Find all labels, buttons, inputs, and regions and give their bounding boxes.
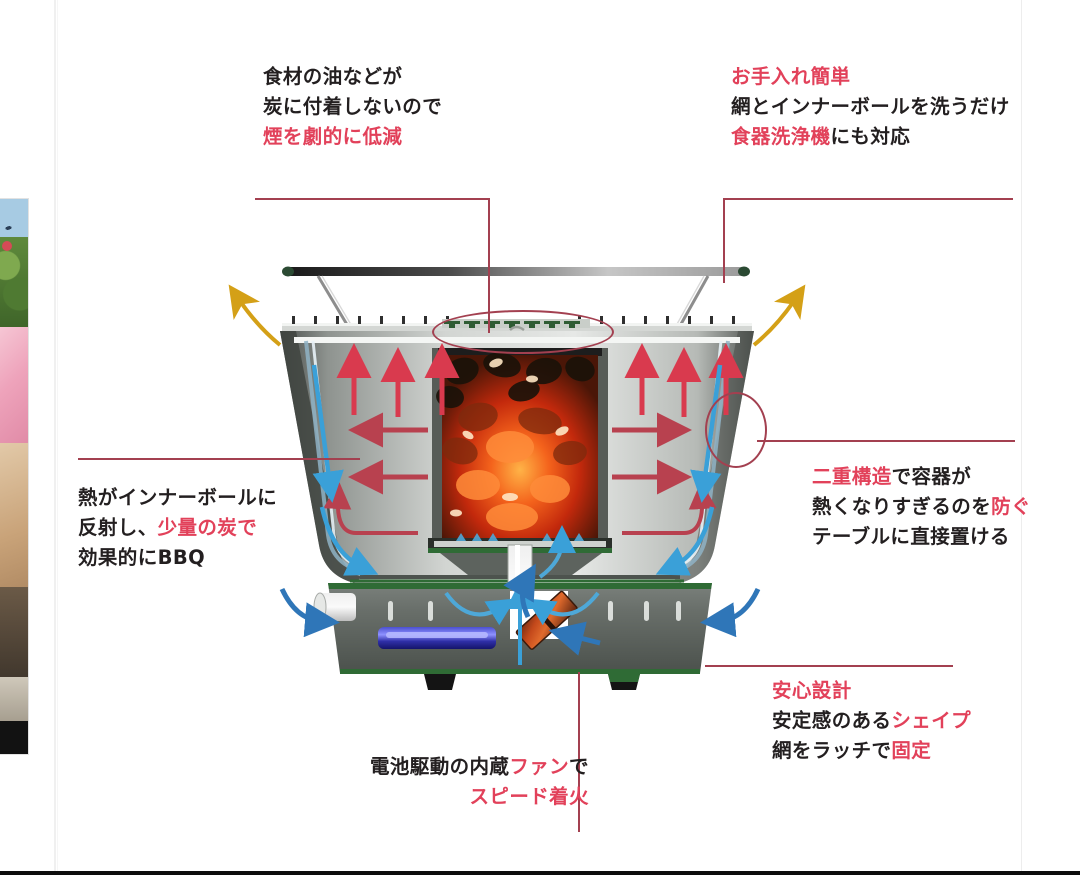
annotation-text: 食器洗浄機 [731,125,831,148]
page-bottom-border [0,871,1080,875]
annotation-line: 炭に付着しないので [263,92,442,122]
glowing-charcoal [436,352,598,540]
annotation-text: スピード着火 [469,785,589,808]
photo-floor [0,677,28,725]
annotation-line: 煙を劇的に低減 [263,122,442,152]
annotation-text: 電池駆動の内蔵 [370,755,510,778]
lid-handle-bar [282,266,750,334]
annotation-line: 網をラッチで固定 [772,736,971,766]
annotation-line: 食器洗浄機にも対応 [731,122,1010,152]
photo-foliage [0,237,28,332]
annotation-text: ファン [509,755,570,778]
annotation-line: 熱がインナーボールに [78,483,277,513]
annotation-line: 二重構造で容器が [812,462,1031,492]
adjacent-photo-sliver [0,198,29,755]
page-left-border-inner [57,0,58,872]
annotation-line: 反射し、少量の炭で [78,513,277,543]
annotation-text: で [569,755,589,778]
annotation-text: 二重構造 [812,465,892,488]
leader-line-cleaning-h [723,198,1013,200]
annotation-text: 安定感のある [772,709,892,732]
annotation-line: 安心設計 [772,676,971,706]
leader-line-smoke-v [488,198,490,333]
annotation-text: 効果的にBBQ [78,546,206,569]
annotation-line: スピード着火 [370,782,589,812]
annotation-line: 効果的にBBQ [78,543,277,573]
annotation-text: 網をラッチで [772,739,892,762]
annotation-text: 煙を劇的に低減 [263,125,403,148]
leader-line-doublewall [757,440,1015,442]
photo-person-pink-dress [0,327,28,447]
intake-vent-slots [388,601,681,621]
double-wall-circle [705,392,767,468]
annotation-line: お手入れ簡単 [731,62,1010,92]
leader-line-cleaning-v [723,198,725,283]
annotation-line: 網とインナーボールを洗うだけ [731,92,1010,122]
intake-vent [313,592,356,622]
intake-air-arrows [279,563,761,656]
annotation-easy-cleaning: お手入れ簡単網とインナーボールを洗うだけ食器洗浄機にも対応 [731,62,1010,152]
leader-line-fan [578,672,580,832]
battery-pack [378,627,496,649]
annotation-text: 反射し、 [78,516,158,539]
annotation-double-wall: 二重構造で容器が熱くなりすぎるのを防ぐテーブルに直接置ける [812,462,1031,552]
annotation-line: 熱くなりすぎるのを防ぐ [812,492,1031,522]
annotation-inner-bowl-reflection: 熱がインナーボールに反射し、少量の炭で効果的にBBQ [78,483,277,573]
photo-table [0,443,28,593]
annotation-text: 熱くなりすぎるのを [812,495,992,518]
annotation-text: 防ぐ [991,495,1031,518]
annotation-text: 安心設計 [772,679,852,702]
smoke-escape-arrows [228,284,806,347]
annotation-text: 食材の油などが [263,65,403,88]
grate-latch-circle [432,310,614,354]
annotation-text: にも対応 [830,125,911,148]
annotation-text: で容器が [891,465,972,488]
annotation-line: 食材の油などが [263,62,442,92]
annotation-text: 少量の炭で [157,516,258,539]
annotation-smoke-reduction: 食材の油などが炭に付着しないので煙を劇的に低減 [263,62,442,152]
annotation-text: 網とインナーボールを洗うだけ [731,95,1010,118]
annotation-battery-fan: 電池駆動の内蔵ファンでスピード着火 [370,752,589,812]
page-left-border [54,0,56,872]
annotation-stable-design: 安心設計安定感のあるシェイプ網をラッチで固定 [772,676,971,766]
photo-flower [2,241,12,251]
annotation-line: テーブルに直接置ける [812,522,1031,552]
photo-bottom-band [0,721,28,754]
annotation-text: 固定 [891,739,932,762]
annotation-text: テーブルに直接置ける [812,525,1010,548]
annotation-text: 熱がインナーボールに [78,486,278,509]
annotation-line: 安定感のあるシェイプ [772,706,971,736]
leader-line-stabledesign [705,665,953,667]
base-housing [313,583,712,690]
page-right-border [1021,0,1022,872]
heat-recirculation-arcs [323,481,717,535]
base-feet [424,674,640,690]
annotation-line: 電池駆動の内蔵ファンで [370,752,589,782]
photo-shadow [0,587,28,682]
annotation-text: シェイプ [891,709,972,732]
annotation-text: 炭に付着しないので [263,95,443,118]
leader-line-smoke-h [255,198,490,200]
leader-line-innerbowl [78,458,360,460]
underfloor-air-swirl [444,525,600,665]
annotation-text: お手入れ簡単 [731,65,851,88]
radiant-heat-arrows [348,412,692,495]
